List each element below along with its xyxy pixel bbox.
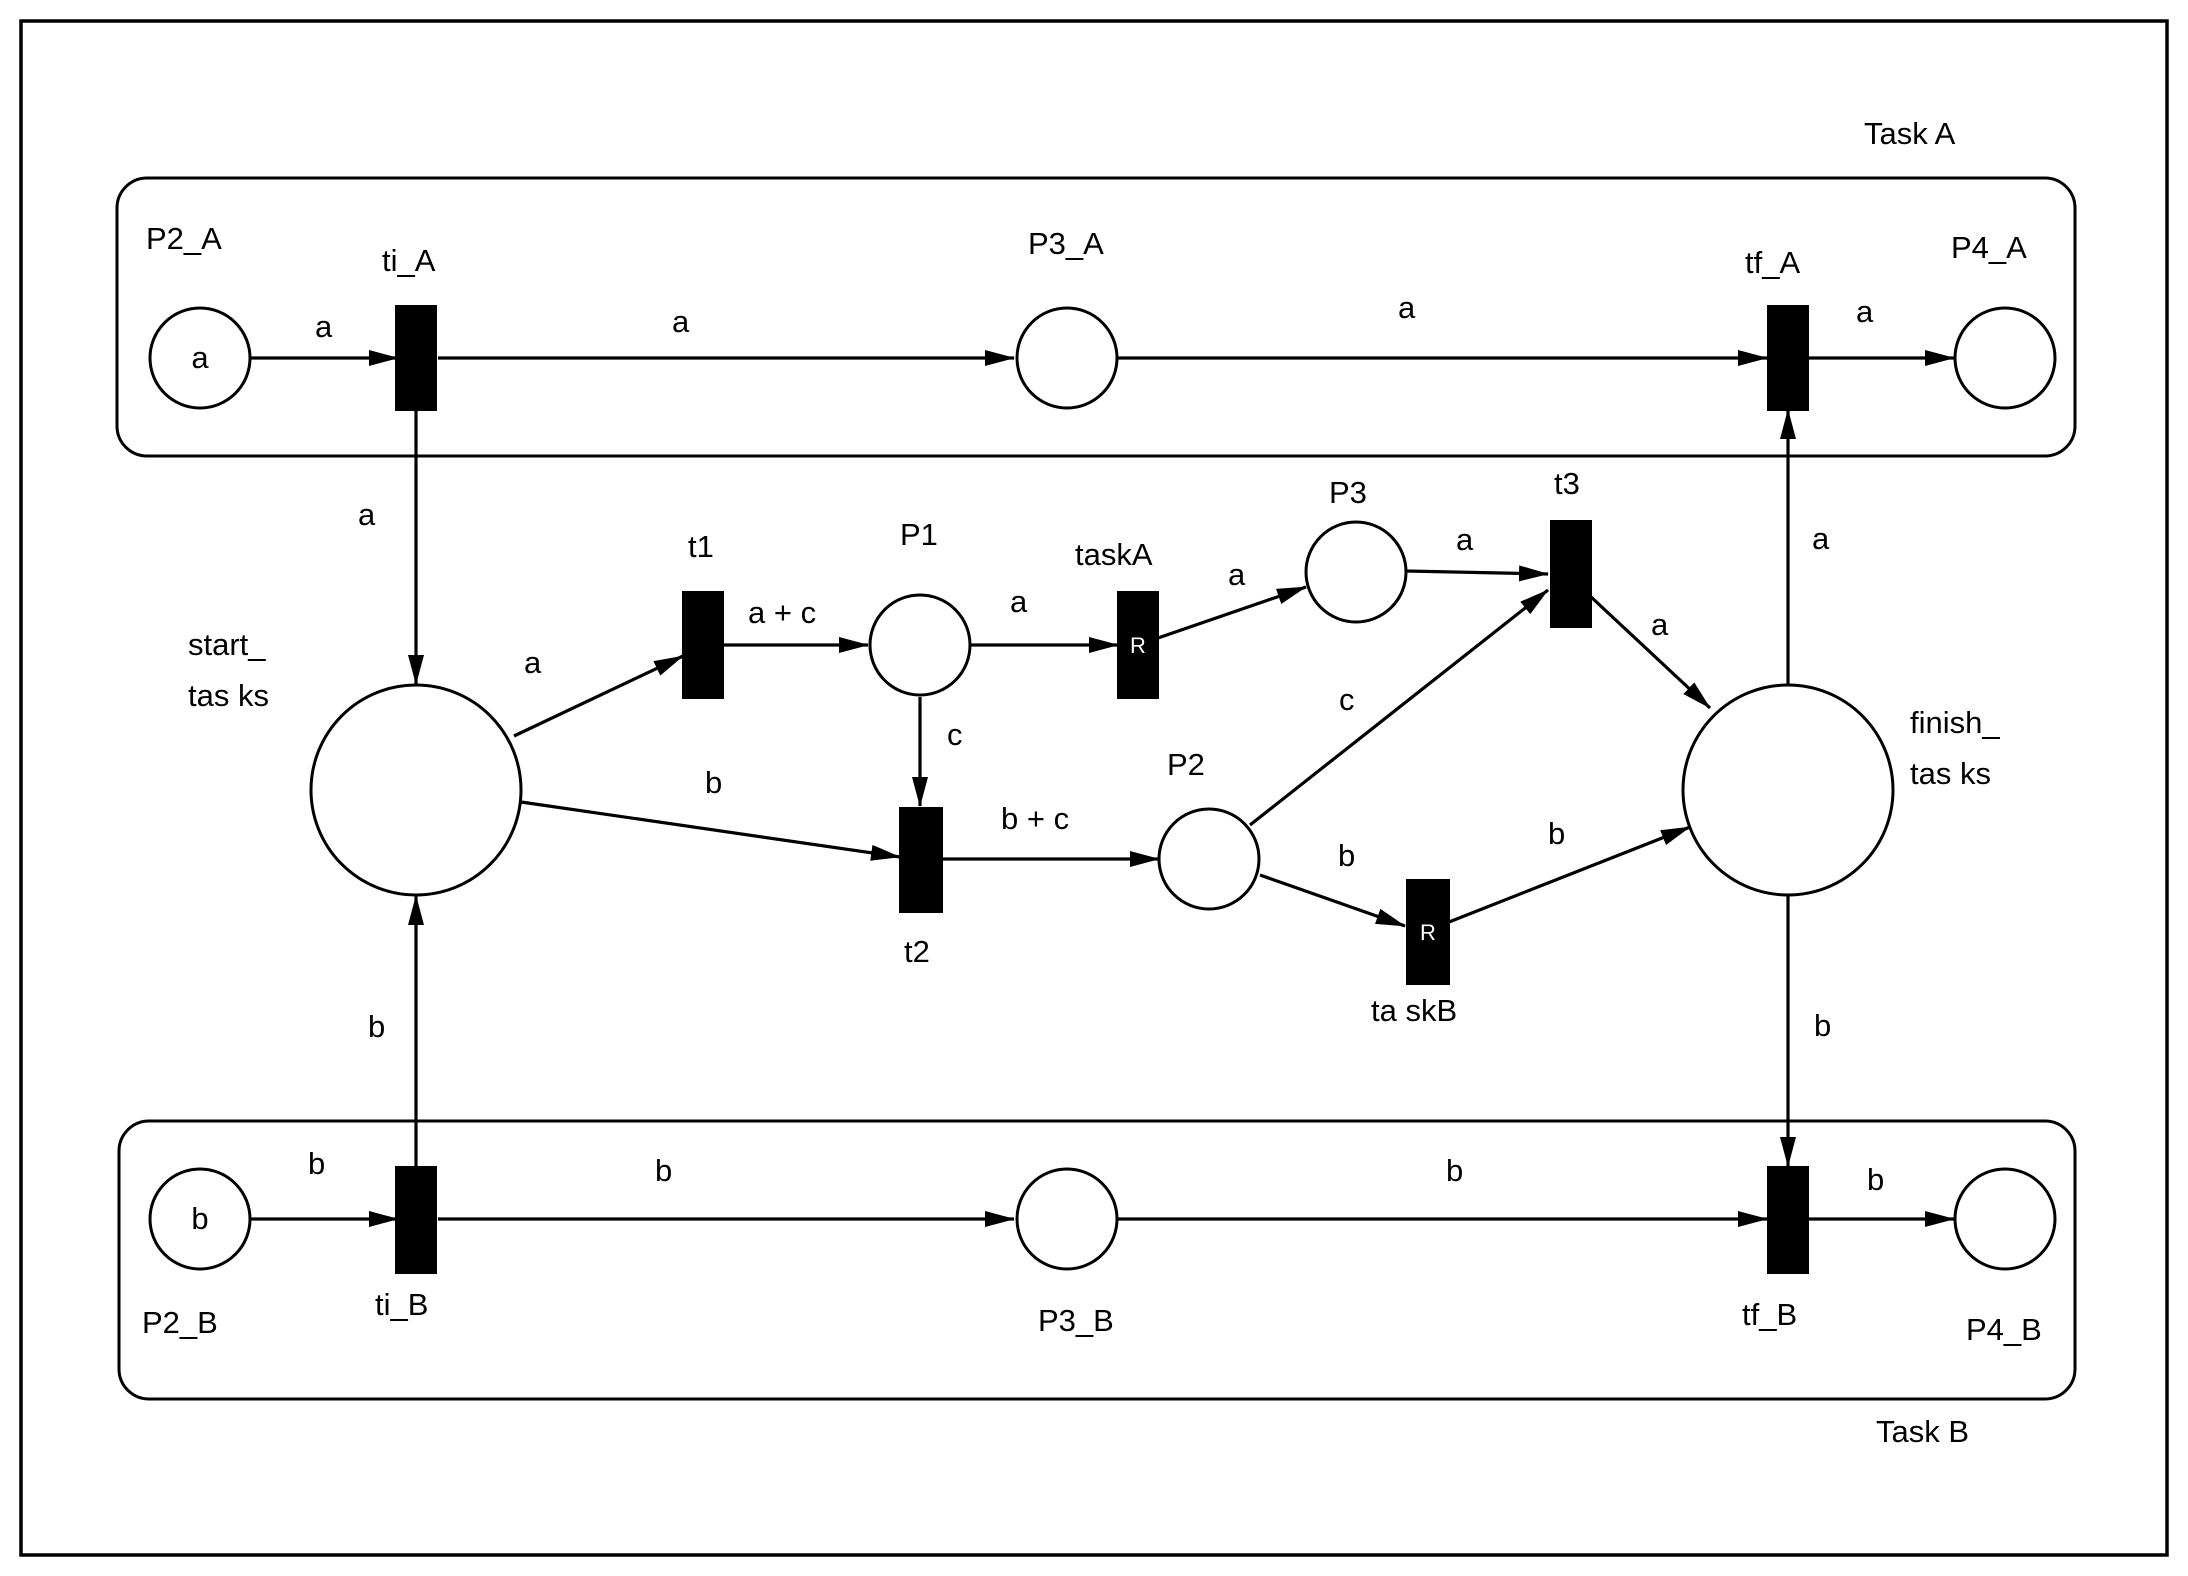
label-p4-a: P4_A	[1951, 230, 2027, 265]
transition-ti-a	[395, 305, 437, 411]
arc-start-t2	[520, 800, 901, 861]
place-start-tasks	[309, 683, 523, 897]
arc-p3-t3	[1405, 565, 1549, 582]
place-p4-b	[1953, 1167, 2057, 1271]
arc-label-t1-p1: a + c	[748, 595, 816, 630]
place-p3-a	[1015, 306, 1119, 410]
place-finish-tasks	[1681, 683, 1895, 897]
arc-label-start-t2: b	[705, 765, 722, 800]
place-p1	[868, 593, 972, 697]
arc-labels: a a a a a a a + c a a a a a c b b + c c …	[308, 290, 1884, 1197]
arc-p2-taskb	[1259, 873, 1406, 928]
transition-tf-a	[1767, 305, 1809, 411]
arc-label-p3a-tfa: a	[1398, 290, 1416, 325]
transition-t1	[682, 591, 724, 699]
arc-label-tib-p3b: b	[655, 1153, 672, 1188]
arc-label-p3b-tfb: b	[1446, 1153, 1463, 1188]
label-ti-a: ti_A	[382, 243, 436, 278]
arc-label-t2-p2: b + c	[1001, 801, 1069, 836]
arc-label-p2a-tia: a	[315, 309, 333, 344]
place-p4-a	[1953, 306, 2057, 410]
task-a-group-box	[115, 176, 2077, 458]
task-b-group-label: Task B	[1876, 1414, 1969, 1449]
arc-label-tfa-p4a: a	[1856, 294, 1874, 329]
arc-label-tia-start: a	[358, 497, 376, 532]
label-p3-b: P3_B	[1038, 1303, 1114, 1338]
arc-label-p2-taskb: b	[1338, 838, 1355, 873]
arc-label-tfb-p4b: b	[1867, 1162, 1884, 1197]
arc-label-p3-t3: a	[1456, 522, 1474, 557]
label-p1: P1	[900, 517, 938, 552]
arc-label-taska-p3: a	[1228, 557, 1246, 592]
task-b-group-box	[117, 1119, 2077, 1401]
arc-t3-finish	[1588, 594, 1712, 710]
label-finish-tasks-line2: tas ks	[1910, 756, 1991, 791]
arcs	[251, 350, 1955, 1227]
place-p2-a-token: a	[191, 340, 209, 375]
label-p2-a: P2_A	[146, 221, 222, 256]
label-t1: t1	[688, 529, 714, 564]
arc-label-finish-tfa: a	[1812, 521, 1830, 556]
place-p2-b-token: b	[191, 1201, 208, 1236]
label-task-b: ta skB	[1371, 993, 1457, 1028]
label-p3-a: P3_A	[1028, 226, 1104, 261]
place-p3-b	[1015, 1167, 1119, 1271]
arc-label-tib-start: b	[368, 1009, 385, 1044]
label-start-tasks-line1: start_	[188, 627, 266, 662]
arc-label-start-t1: a	[524, 645, 542, 680]
place-p3	[1304, 520, 1408, 624]
place-p2-b	[148, 1167, 252, 1271]
label-ti-b: ti_B	[375, 1287, 428, 1322]
transitions: R R	[395, 305, 1809, 1274]
label-p2-b: P2_B	[142, 1305, 218, 1340]
place-p2-a	[148, 306, 252, 410]
transition-ti-b	[395, 1166, 437, 1274]
label-t2: t2	[904, 934, 930, 969]
transition-t2	[899, 807, 943, 913]
label-tf-a: tf_A	[1745, 245, 1800, 280]
arc-start-t1	[513, 654, 684, 738]
label-finish-tasks-line1: finish_	[1910, 705, 2000, 740]
label-start-tasks-line2: tas ks	[188, 678, 269, 713]
task-b-marker: R	[1420, 920, 1436, 945]
transition-t3	[1550, 520, 1592, 628]
label-p4-b: P4_B	[1966, 1312, 2042, 1347]
arc-label-p1-taska: a	[1010, 584, 1028, 619]
arc-taskb-finish	[1448, 825, 1691, 924]
arc-label-p2-t3: c	[1339, 682, 1355, 717]
outer-frame	[19, 19, 2169, 1557]
arc-label-tia-p3a: a	[672, 304, 690, 339]
arc-label-p1-t2: c	[947, 717, 963, 752]
transition-task-b	[1406, 879, 1450, 985]
arc-label-finish-tfb: b	[1814, 1008, 1831, 1043]
task-a-group-label: Task A	[1864, 116, 1956, 151]
place-p2	[1157, 807, 1261, 911]
label-p3: P3	[1329, 475, 1367, 510]
label-tf-b: tf_B	[1742, 1297, 1797, 1332]
arc-p2-t3	[1249, 588, 1549, 827]
label-p2: P2	[1167, 747, 1205, 782]
task-a-marker: R	[1130, 633, 1146, 658]
places	[148, 306, 2057, 1271]
label-task-a: taskA	[1075, 537, 1153, 572]
label-t3: t3	[1554, 466, 1580, 501]
arc-label-taskb-finish: b	[1548, 816, 1565, 851]
node-labels: P2_A ti_A P3_A tf_A P4_A start_ tas ks t…	[142, 221, 2042, 1347]
transition-task-a	[1117, 591, 1159, 699]
arc-label-p2b-tib: b	[308, 1146, 325, 1181]
arc-taska-p3	[1157, 585, 1307, 640]
arc-label-t3-finish: a	[1651, 607, 1669, 642]
transition-tf-b	[1767, 1166, 1809, 1274]
